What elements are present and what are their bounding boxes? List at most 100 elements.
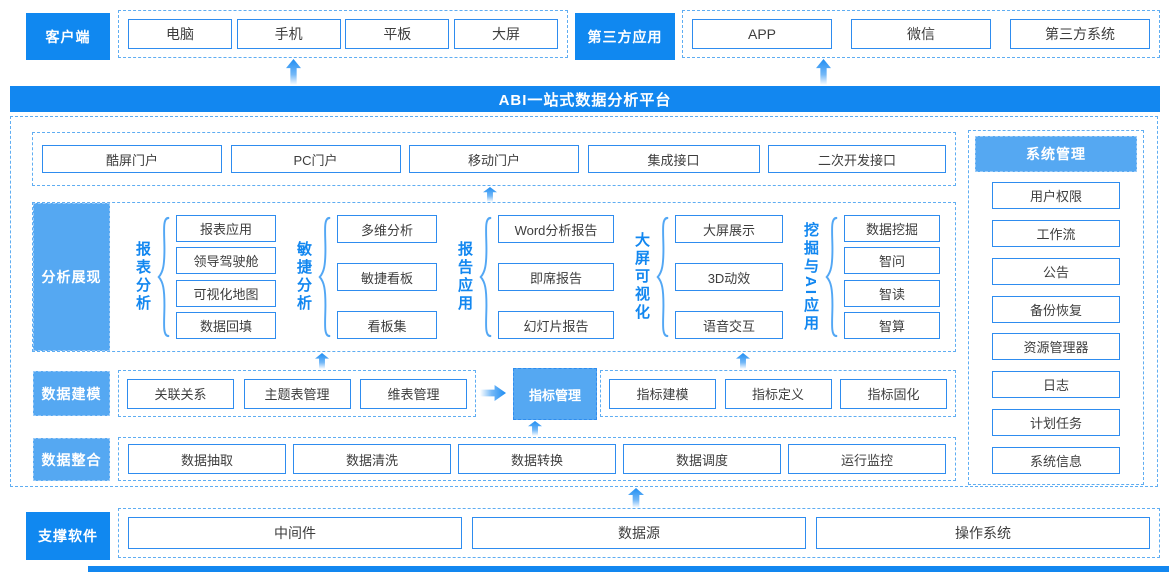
modeling-item: 主题表管理 (243, 378, 351, 409)
support-item-os: 操作系统 (816, 517, 1150, 549)
analysis-group-agile: 敏捷分析 多维分析 敏捷看板 看板集 (293, 215, 437, 339)
portal-container: 酷屏门户 PC门户 移动门户 集成接口 二次开发接口 (32, 132, 956, 186)
support-item-datasource: 数据源 (472, 517, 806, 549)
system-item: 资源管理器 (992, 333, 1120, 361)
third-party-section-label: 第三方应用 (575, 13, 675, 60)
bottom-accent-bar (88, 566, 1169, 572)
analysis-item: 可视化地图 (176, 279, 276, 307)
client-item-tablet: 平板 (345, 19, 450, 49)
analysis-group-title: 大屏可视化 (633, 232, 650, 322)
portal-items-row: 酷屏门户 PC门户 移动门户 集成接口 二次开发接口 (33, 133, 955, 185)
support-section-label: 支撑软件 (26, 512, 110, 560)
client-section-label: 客户端 (26, 13, 110, 60)
integration-item: 数据清洗 (293, 444, 451, 474)
support-container: 中间件 数据源 操作系统 (118, 508, 1160, 558)
analysis-group-items: 多维分析 敏捷看板 看板集 (337, 215, 437, 339)
analysis-item: 看板集 (337, 311, 437, 339)
analysis-group-title: 报告应用 (456, 241, 473, 313)
system-item: 公告 (992, 257, 1120, 285)
up-arrow-icon (286, 59, 301, 85)
analysis-group-title: 敏捷分析 (295, 241, 312, 313)
integration-items-row: 数据抽取 数据清洗 数据转换 数据调度 运行监控 (119, 438, 955, 480)
analysis-item: 3D动效 (675, 263, 783, 291)
system-item: 用户权限 (992, 182, 1120, 209)
analysis-group-items: 报表应用 领导驾驶舱 可视化地图 数据回填 (176, 215, 276, 339)
analysis-item: 大屏展示 (675, 215, 783, 243)
portal-item-integration-api: 集成接口 (587, 145, 760, 173)
analysis-group-title: 挖掘与AI应用 (802, 221, 819, 333)
support-item-middleware: 中间件 (128, 517, 462, 549)
system-item: 工作流 (992, 219, 1120, 247)
analysis-item: 智读 (844, 279, 940, 307)
brace-icon (479, 216, 492, 338)
system-management-items: 用户权限 工作流 公告 备份恢复 资源管理器 日志 计划任务 系统信息 (992, 182, 1120, 474)
analysis-groups-row: 报表分析 报表应用 领导驾驶舱 可视化地图 数据回填 敏捷分析 多维分析 敏捷看… (118, 215, 956, 339)
analysis-item: Word分析报告 (498, 215, 614, 243)
up-arrow-icon (628, 488, 644, 508)
platform-main-container (10, 116, 1158, 487)
integration-item: 运行监控 (788, 444, 946, 474)
integration-container: 数据抽取 数据清洗 数据转换 数据调度 运行监控 (118, 437, 956, 481)
brace-icon (318, 216, 331, 338)
brace-icon (825, 216, 838, 338)
third-party-container: APP 微信 第三方系统 (682, 10, 1160, 58)
system-item: 系统信息 (992, 446, 1120, 474)
analysis-item: 智问 (844, 247, 940, 275)
analysis-group-report: 报表分析 报表应用 领导驾驶舱 可视化地图 数据回填 (132, 215, 276, 339)
analysis-container (32, 202, 956, 352)
system-management-header: 系统管理 (975, 136, 1137, 172)
analysis-group-reporting: 报告应用 Word分析报告 即席报告 幻灯片报告 (454, 215, 614, 339)
modeling-item: 维表管理 (360, 378, 467, 409)
integration-item: 数据转换 (458, 444, 616, 474)
portal-item-dev-api: 二次开发接口 (768, 145, 946, 173)
analysis-item: 即席报告 (498, 263, 614, 291)
client-container: 电脑 手机 平板 大屏 (118, 10, 568, 58)
analysis-item: 敏捷看板 (337, 263, 437, 291)
brace-icon (157, 216, 170, 338)
integration-item: 数据调度 (623, 444, 781, 474)
third-party-item-system: 第三方系统 (1010, 19, 1150, 49)
modeling-item: 关联关系 (127, 378, 234, 409)
analysis-item: 报表应用 (176, 215, 276, 242)
third-party-items-row: APP 微信 第三方系统 (683, 11, 1159, 57)
integration-section-label: 数据整合 (33, 438, 110, 481)
third-party-item-app: APP (692, 19, 832, 49)
analysis-group-mining-ai: 挖掘与AI应用 数据挖掘 智问 智读 智算 (800, 215, 940, 339)
platform-title-banner: ABI一站式数据分析平台 (10, 86, 1160, 112)
system-item: 备份恢复 (992, 295, 1120, 323)
system-management-container (968, 130, 1144, 485)
analysis-item: 领导驾驶舱 (176, 247, 276, 275)
indicator-management-label: 指标管理 (513, 368, 597, 420)
indicator-item: 指标建模 (609, 378, 716, 409)
modeling-container: 关联关系 主题表管理 维表管理 (118, 370, 476, 417)
portal-item-coolscreen: 酷屏门户 (42, 145, 222, 173)
analysis-group-items: Word分析报告 即席报告 幻灯片报告 (498, 215, 614, 339)
indicator-item: 指标固化 (840, 378, 947, 409)
analysis-item: 多维分析 (337, 215, 437, 243)
modeling-items-row: 关联关系 主题表管理 维表管理 (119, 371, 475, 416)
indicator-container: 指标建模 指标定义 指标固化 (600, 370, 956, 417)
analysis-item: 智算 (844, 311, 940, 339)
indicator-items-row: 指标建模 指标定义 指标固化 (601, 371, 955, 416)
system-item: 日志 (992, 371, 1120, 399)
analysis-item: 数据回填 (176, 311, 276, 339)
client-items-row: 电脑 手机 平板 大屏 (119, 11, 567, 57)
integration-item: 数据抽取 (128, 444, 286, 474)
analysis-item: 语音交互 (675, 311, 783, 339)
analysis-item: 幻灯片报告 (498, 311, 614, 339)
brace-icon (656, 216, 669, 338)
client-item-pc: 电脑 (128, 19, 232, 49)
up-arrow-icon (816, 59, 831, 85)
indicator-item: 指标定义 (724, 378, 832, 409)
portal-item-mobile: 移动门户 (409, 145, 579, 173)
support-items-row: 中间件 数据源 操作系统 (119, 509, 1159, 557)
analysis-group-title: 报表分析 (134, 241, 151, 313)
analysis-item: 数据挖掘 (844, 215, 940, 242)
client-item-bigscreen: 大屏 (453, 19, 558, 49)
analysis-group-bigscreen: 大屏可视化 大屏展示 3D动效 语音交互 (631, 215, 783, 339)
third-party-item-wechat: 微信 (851, 19, 991, 49)
client-item-phone: 手机 (236, 19, 341, 49)
analysis-section-label: 分析展现 (33, 203, 110, 351)
modeling-section-label: 数据建模 (33, 371, 110, 416)
